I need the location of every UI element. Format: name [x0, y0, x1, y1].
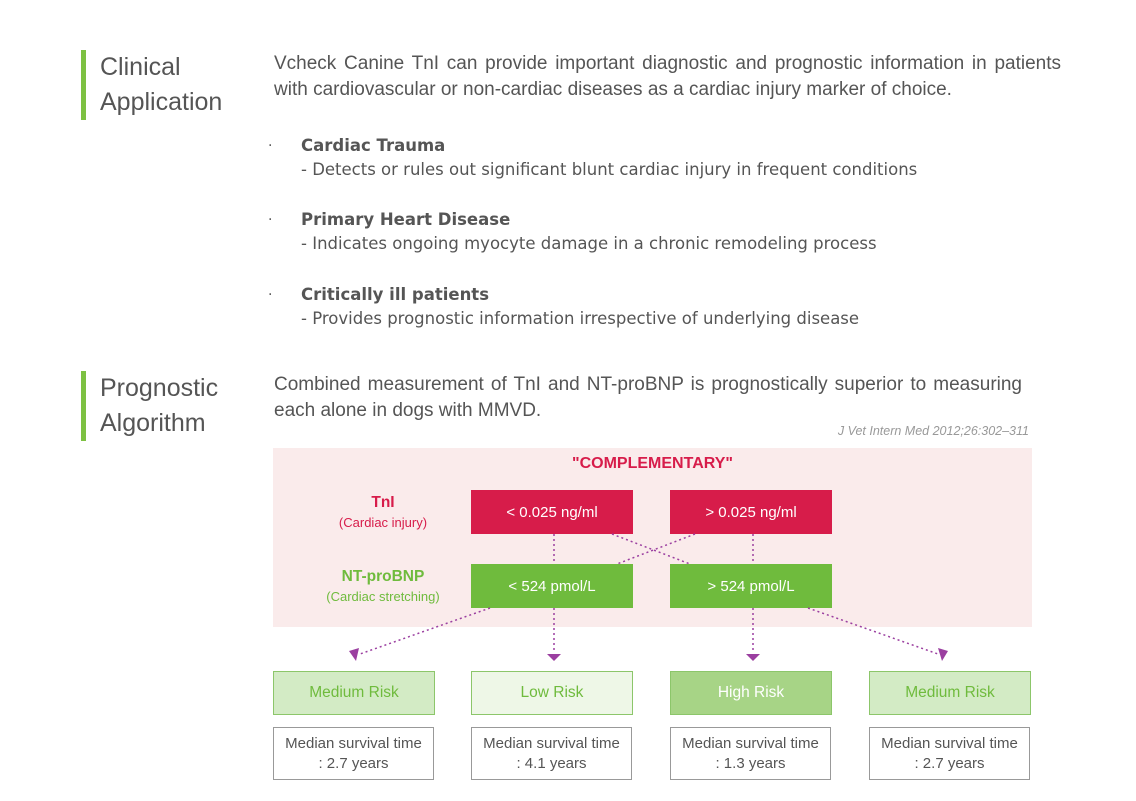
tni-label: TnI [371, 494, 395, 511]
survival-box: Median survival time : 2.7 years [869, 727, 1030, 780]
survival-value: : 2.7 years [318, 754, 389, 772]
ntprobnp-high-box: > 524 pmol/L [670, 564, 832, 608]
tni-high-box: > 0.025 ng/ml [670, 490, 832, 534]
tni-row-label: TnI (Cardiac injury) [308, 493, 458, 533]
survival-label: Median survival time [285, 734, 422, 752]
item-title: Critically ill patients [301, 285, 490, 304]
connector-line [807, 607, 939, 655]
bullet-icon: · [268, 212, 273, 228]
survival-value: : 2.7 years [914, 754, 985, 772]
tni-sublabel: (Cardiac injury) [338, 515, 428, 530]
survival-label: Median survival time [483, 734, 620, 752]
heading-line-2: Algorithm [100, 409, 206, 437]
survival-box: Median survival time : 4.1 years [471, 727, 632, 780]
connector-line [611, 533, 691, 565]
survival-value: : 4.1 years [516, 754, 587, 772]
prognostic-algorithm-heading: Prognostic Algorithm [81, 371, 218, 441]
item-description: - Detects or rules out significant blunt… [301, 160, 918, 179]
risk-box-medium: Medium Risk [273, 671, 435, 715]
complementary-heading: "COMPLEMENTARY" [572, 455, 733, 472]
survival-box: Median survival time : 1.3 years [670, 727, 831, 780]
ntprobnp-row-label: NT-proBNP (Cardiac stretching) [308, 567, 458, 607]
bullet-icon: · [268, 287, 273, 303]
risk-box-low: Low Risk [471, 671, 633, 715]
heading-line-1: Clinical [100, 53, 181, 81]
survival-label: Median survival time [881, 734, 1018, 752]
clinical-intro: Vcheck Canine TnI can provide important … [274, 53, 1061, 100]
item-description: - Indicates ongoing myocyte damage in a … [301, 234, 877, 253]
item-description: - Provides prognostic information irresp… [301, 309, 860, 328]
ntprobnp-low-box: < 524 pmol/L [471, 564, 633, 608]
item-title: Primary Heart Disease [301, 210, 511, 229]
arrow-head-icon [746, 654, 760, 661]
survival-value: : 1.3 years [715, 754, 786, 772]
connector-line [359, 607, 491, 655]
clinical-application-heading: Clinical Application [81, 50, 222, 120]
heading-line-1: Prognostic [100, 374, 219, 402]
heading-line-2: Application [100, 88, 223, 116]
arrow-head-icon [938, 648, 948, 661]
risk-box-medium: Medium Risk [869, 671, 1031, 715]
survival-box: Median survival time : 2.7 years [273, 727, 434, 780]
survival-label: Median survival time [682, 734, 819, 752]
citation: J Vet Intern Med 2012;26:302–311 [837, 424, 1029, 438]
arrow-head-icon [349, 648, 359, 661]
complementary-panel [273, 448, 1032, 627]
ntprobnp-sublabel: (Cardiac stretching) [326, 589, 440, 604]
ntprobnp-label: NT-proBNP [341, 568, 425, 585]
prognostic-intro: Combined measurement of TnI and NT-proBN… [274, 374, 1022, 421]
arrow-head-icon [547, 654, 561, 661]
connector-line [616, 533, 696, 565]
bullet-icon: · [268, 138, 273, 154]
tni-low-box: < 0.025 ng/ml [471, 490, 633, 534]
risk-box-high: High Risk [670, 671, 832, 715]
item-title: Cardiac Trauma [301, 136, 446, 155]
